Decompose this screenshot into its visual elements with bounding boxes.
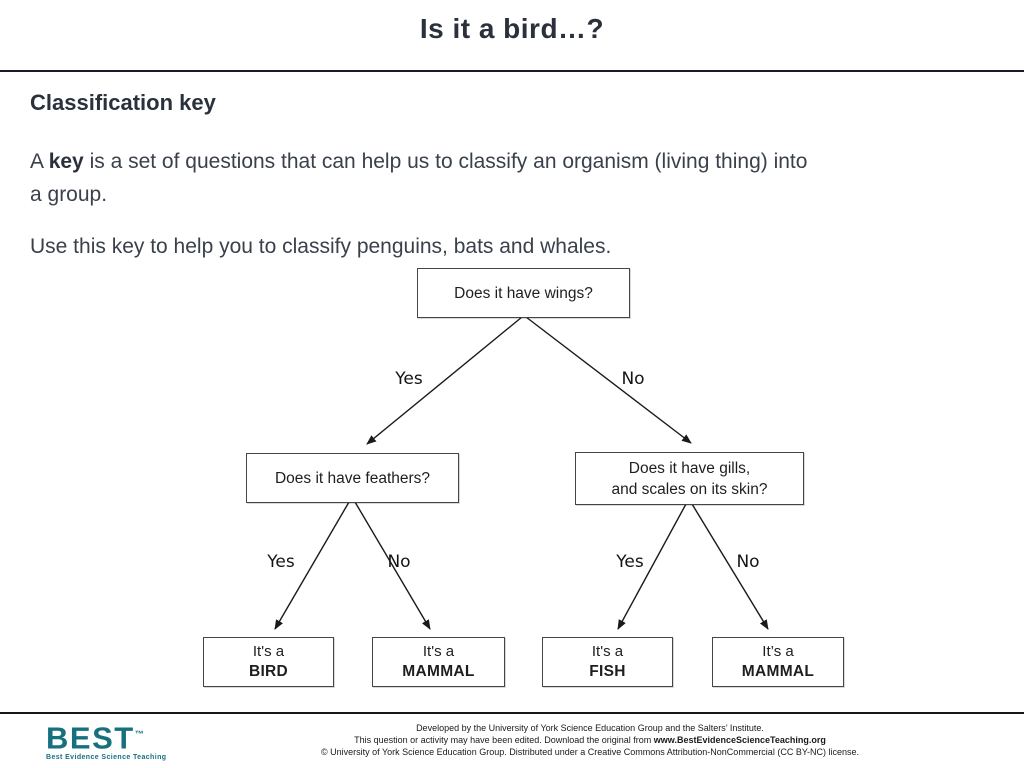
edge-label-feathers-no: No: [387, 552, 411, 572]
node-question-feathers: Does it have feathers?: [246, 453, 459, 503]
leaf-fish: It's a FISH: [542, 637, 673, 687]
leaf-line: BIRD: [248, 663, 289, 680]
leaf-line: MAMMAL: [402, 663, 475, 680]
key-bold-word: key: [48, 150, 84, 173]
page-title: Is it a bird…?: [419, 13, 605, 44]
footer-line-2: This question or activity may have been …: [150, 735, 1024, 747]
leaf-line: It’s a: [762, 643, 794, 660]
edge-label-wings-yes: Yes: [395, 369, 423, 389]
footer-line-3: © University of York Science Education G…: [320, 746, 860, 757]
edge-wings-no-line: [525, 316, 692, 444]
leaf-mammal-1: It's a MAMMAL: [372, 637, 505, 687]
leaf-line: It's a: [422, 643, 455, 660]
edge-wings-yes-line: [366, 316, 523, 445]
intro-paragraph-1: A key is a set of questions that can hel…: [30, 145, 1015, 211]
edge-label-wings-no: No: [621, 369, 645, 389]
best-logo-tagline: Best Evidence Science Teaching: [46, 754, 167, 762]
leaf-line: MAMMAL: [741, 663, 815, 680]
intro-paragraph-2: Use this key to help you to classify pen…: [30, 235, 612, 258]
question-line: Does it have gills,: [628, 459, 751, 477]
footer-line-1: Developed by the University of York Scie…: [416, 723, 764, 733]
footer-credits: Developed by the University of York Scie…: [150, 723, 1024, 758]
edge-label-feathers-yes: Yes: [267, 552, 295, 572]
footer-line-2-text: This question or activity may have been …: [354, 734, 654, 745]
leaf-line: It's a: [591, 643, 624, 660]
classification-key-heading: Classification key: [30, 90, 216, 115]
paragraph-text: is a set of questions that can help us t…: [83, 150, 808, 173]
node-question-gills: Does it have gills, and scales on its sk…: [575, 452, 804, 505]
footer-divider: [0, 712, 1024, 714]
leaf-mammal-2: It’s a MAMMAL: [712, 637, 844, 687]
paragraph-text: a group.: [30, 183, 108, 206]
question-line: and scales on its skin?: [611, 480, 768, 498]
edge-label-gills-no: No: [736, 552, 760, 572]
edge-label-gills-yes: Yes: [616, 552, 644, 572]
best-logo-text: BEST: [46, 720, 135, 756]
trademark-symbol: ™: [134, 729, 144, 739]
paragraph-text: A: [30, 150, 49, 173]
leaf-bird: It's a BIRD: [203, 637, 334, 687]
leaf-line: FISH: [589, 663, 626, 680]
node-question-wings: Does it have wings?: [417, 268, 630, 318]
header-divider: [0, 70, 1024, 72]
best-logo: BEST™ Best Evidence Science Teaching: [46, 719, 166, 761]
best-logo-wordmark: BEST™: [46, 719, 166, 753]
footer-url: www.BestEvidenceScienceTeaching.org: [653, 734, 826, 745]
leaf-line: It's a: [252, 643, 285, 660]
